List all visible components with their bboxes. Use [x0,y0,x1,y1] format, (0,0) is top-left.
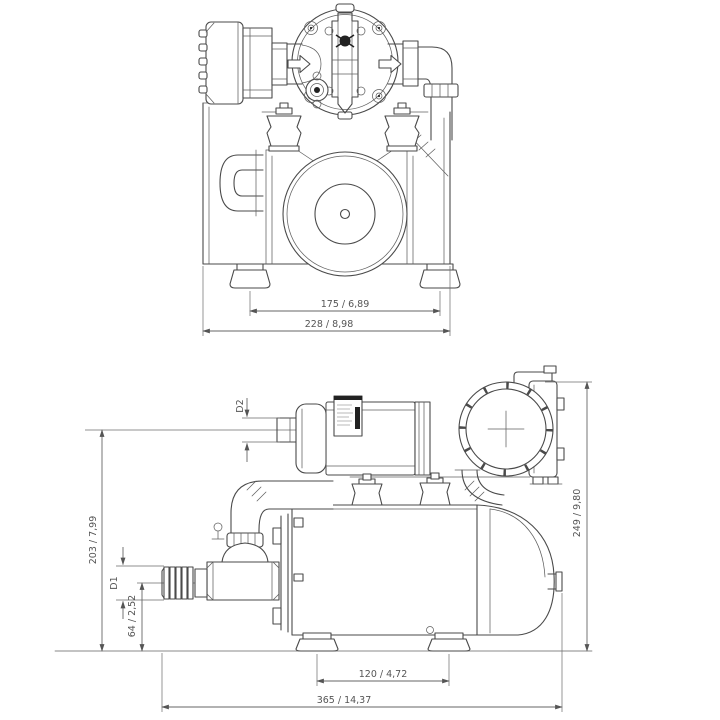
dimension-overall-length: 365 / 14,37 [161,593,563,712]
front-view: 175 / 6,89 228 / 8,98 [198,3,461,336]
hose-barb [161,566,208,600]
dim-label-203: 203 / 7,99 [88,516,99,565]
dimension-inlet-height: 64 / 2,52 [127,582,145,652]
vibration-mounts-side [351,472,451,506]
motor-side [295,395,531,478]
motor-circle [282,151,408,277]
dim-label-64: 64 / 2,52 [127,595,138,637]
tank-bracket [272,513,304,633]
pump-head-side [458,365,565,485]
dimension-port-height: 203 / 7,99 [88,429,105,652]
dimension-overall-width-front: 228 / 8,98 [202,266,451,336]
strainer-cap [198,21,288,105]
pressure-switch [324,12,366,114]
dim-label-228: 228 / 8,98 [305,319,354,330]
accumulator-tank [272,504,563,652]
tank-outlet-stub [547,571,563,592]
flow-arrow-in-icon [287,54,311,74]
vibration-mounts-front [266,102,420,152]
dim-label-d1: D1 [109,576,120,589]
pump-face-cross [487,410,525,448]
dimension-feet-spacing-side: 120 / 4,72 [316,654,450,686]
dimension-feet-spacing-front: 175 / 6,89 [249,291,441,316]
dim-label-d2: D2 [235,399,246,412]
rear-elbow-side [454,469,505,506]
tank-dome [476,504,555,636]
sensor-port [305,71,329,109]
dimension-inlet-diameter: D1 [109,547,164,619]
pump-head-front [286,3,419,120]
inlet-strainer-side [161,542,280,601]
motor-front [282,151,408,277]
dim-label-249: 249 / 9,80 [572,489,583,538]
inlet-hose-elbow [211,480,334,548]
feet-side [295,632,471,652]
dim-label-175: 175 / 6,89 [321,299,370,310]
dim-label-120: 120 / 4,72 [359,669,408,680]
outlet-elbow-front [417,46,459,141]
dim-label-365: 365 / 14,37 [317,695,372,706]
flow-arrow-out-icon [378,54,402,74]
cable-hook-bracket [219,149,264,217]
motor-label-sticker [333,395,363,437]
side-view: D2 [54,365,593,712]
clamp-screw-icon [213,522,223,532]
dimension-overall-height: 249 / 9,80 [545,381,592,652]
